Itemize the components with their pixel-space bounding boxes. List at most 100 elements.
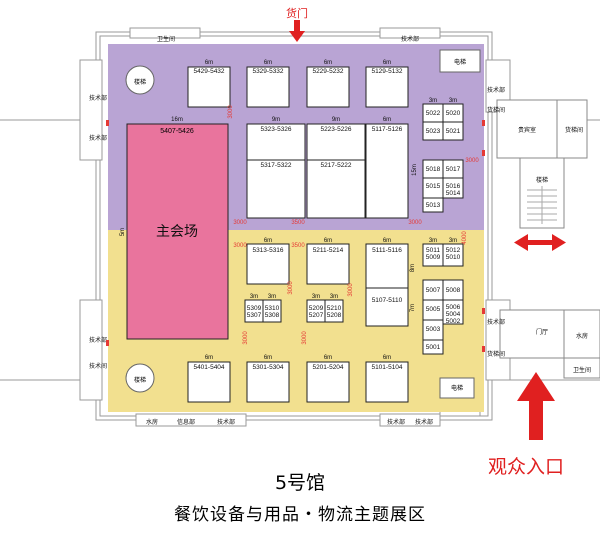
booth-5217-5222[interactable] [306,159,366,219]
booth-5129-5132[interactable] [365,66,409,108]
room-label: 技术部 [89,336,107,344]
room-label: 技术部 [401,35,419,43]
dim-label: 3m [250,294,258,300]
dim-label: 3m [429,98,437,104]
dim-label: 6m [324,60,332,66]
booth-5310-5308[interactable] [262,299,282,323]
room-label: 技术部 [89,134,107,142]
dim-label: 6m [205,60,213,66]
dim-label: 3m [330,294,338,300]
aisle-dim: 3000 [233,243,247,249]
dim-label: 6m [324,238,332,244]
stair-label: 楼梯 [134,376,146,384]
booth-5001[interactable] [422,339,444,355]
booth-5301-5304[interactable] [246,361,290,403]
door-markers [106,120,485,352]
audience-entrance-arrow-icon[interactable] [517,372,555,440]
dim-label: 3m [449,98,457,104]
booth-5317-5322[interactable] [246,159,306,219]
booth-label: 5211-5214 [313,247,344,254]
room-label: 货梯间 [565,126,583,134]
room-label: 卫生间 [573,366,591,374]
aisle-dim: 3000 [408,220,422,226]
dim-label: 6m [383,355,391,361]
dim-label: 3m [312,294,320,300]
room-label: 卫生间 [157,35,175,43]
booth-label: 5010 [446,254,461,261]
booth-5021[interactable] [442,121,464,141]
booth-5012-5010[interactable] [442,243,464,267]
booth-labels: 5429-5432 5329-5332 5229-5232 5129-5132 … [193,68,460,371]
booth-5111-5116[interactable] [365,243,409,289]
booth-label: 5401-5404 [193,364,224,371]
booth-5013[interactable] [422,197,444,213]
booth-label: 5307 [247,312,262,319]
booth-label: 5229-5232 [312,68,343,75]
main-venue-code: 5407-5426 [160,128,194,135]
booth-label: 5323-5326 [260,126,291,133]
booth-label: 5117-5126 [372,126,403,133]
room-label: 贵宾室 [518,126,536,134]
booth-label: 5310 [265,305,280,312]
booth-label: 5015 [426,183,441,190]
booth-label: 5011 [426,247,440,254]
dim-label: 16m [171,117,183,123]
booth-5016-5014[interactable] [442,177,464,199]
dim-label: 7m [410,304,416,312]
room-label: 技术部 [415,418,433,426]
booth-5323-5326[interactable] [246,123,306,161]
room-label: 水房 [146,418,158,426]
booth-label: 5308 [265,312,280,319]
booth-5329-5332[interactable] [246,66,290,108]
floor-plan-map: 楼梯 楼梯 电梯 电梯 5407-5426 主会场 [0,6,600,440]
main-venue[interactable] [126,123,229,340]
stair-label: 楼梯 [134,78,146,86]
audience-entrance-label[interactable]: 观众入口 [488,456,565,478]
dim-label: 3m [429,238,437,244]
booth-label: 5129-5132 [371,68,402,75]
booth-5429-5432[interactable] [187,66,231,108]
booth-label: 5313-5316 [252,247,283,254]
booth-label: 5301-5304 [252,364,283,371]
booth-label: 5201-5204 [312,364,343,371]
booth-label: 5223-5226 [320,126,351,133]
booth-label: 5107-5110 [372,297,403,304]
cargo-gate-label: 货门 [286,6,308,20]
aisle-dim: 3000 [228,105,234,119]
dimension-labels: 6m 6m 6m 6m 9m 9m 6m 3m 3m 16m 6m 6m 6m … [120,60,457,361]
room-label: 水房 [576,332,588,340]
booth-5223-5226[interactable] [306,123,366,161]
dim-label: 15m [412,164,418,176]
booth-label: 5002 [446,318,461,325]
aisle-dim: 3500 [291,243,305,249]
booth-label: 5020 [446,110,461,117]
booth-label: 5018 [426,166,441,173]
room-label: 货梯间 [487,350,505,358]
dim-label: 9m [332,117,340,123]
booth-5006-5004-5002[interactable] [442,299,464,325]
booth-5401-5404[interactable] [187,361,231,403]
booth-label: 5008 [446,287,461,294]
stair-bottom-left: 楼梯 [125,363,155,393]
booth-label: 5014 [446,190,461,197]
booth-5313-5316[interactable] [246,243,290,285]
elevator-label: 电梯 [454,58,466,66]
hall-title: 5号馆 [274,472,326,494]
booth-5229-5232[interactable] [306,66,350,108]
dim-label: 8m [410,264,416,272]
booth-5101-5104[interactable] [365,361,409,403]
room-label: 货梯间 [487,106,505,114]
dim-label: 6m [324,355,332,361]
room-label: 技术部 [387,418,405,426]
dim-label: 6m [383,60,391,66]
booth-label: 5006 [446,304,461,311]
booth-5107-5110[interactable] [365,287,409,327]
aisle-dim: 3000 [465,158,479,164]
booth-5201-5204[interactable] [306,361,350,403]
booth-label: 5021 [446,128,461,135]
dim-label: 5m [120,228,126,236]
booth-5210-5208[interactable] [324,299,344,323]
elevator-label: 电梯 [451,384,463,392]
booth-5211-5214[interactable] [306,243,350,285]
booth-5117-5126[interactable] [365,123,409,219]
